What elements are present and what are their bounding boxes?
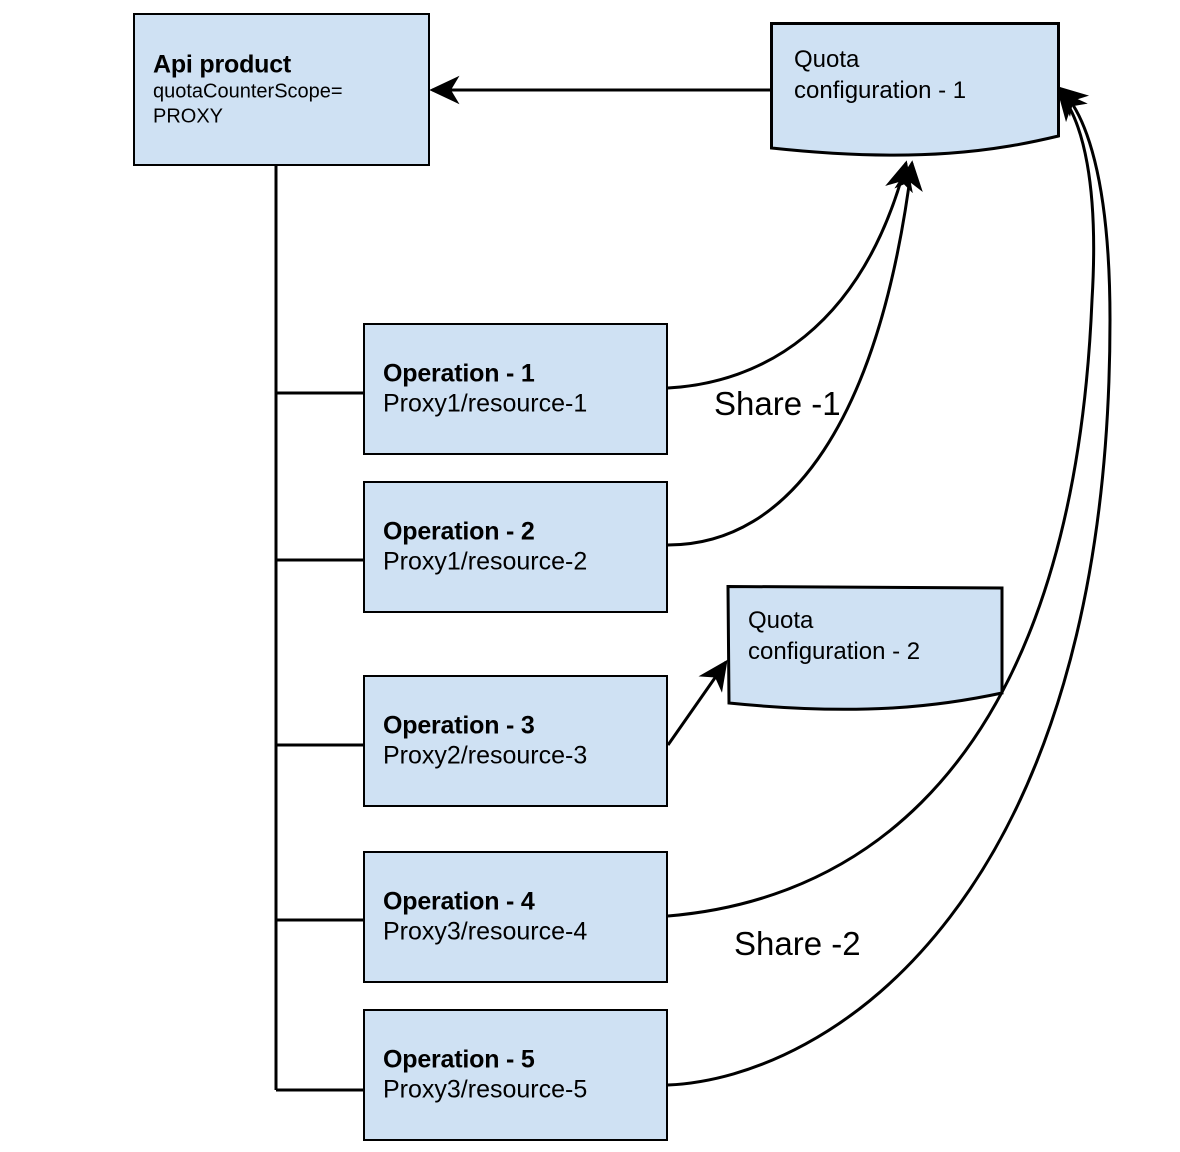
document-shape-icon — [770, 22, 1060, 157]
edge-operation1-to-quota1 — [667, 160, 913, 390]
operation-1-title: Operation - 1 — [383, 359, 535, 388]
edge-operation5-to-quota1 — [667, 86, 1112, 1087]
operation-1-path: Proxy1/resource-1 — [383, 389, 588, 417]
edge-operation3-to-quota2 — [666, 659, 728, 746]
operation-4-title: Operation - 4 — [383, 887, 535, 916]
api-product-quota-scope-line1: quotaCounterScope= — [153, 80, 343, 103]
operation-2-title: Operation - 2 — [383, 517, 535, 546]
document-shape-icon — [726, 584, 1004, 711]
edge-operation2-to-quota1 — [667, 160, 923, 547]
operation-3-path: Proxy2/resource-3 — [383, 741, 588, 769]
node-operation-5[interactable]: Operation - 5 Proxy3/resource-5 — [363, 1009, 668, 1141]
node-operation-1[interactable]: Operation - 1 Proxy1/resource-1 — [363, 323, 668, 455]
operation-2-path: Proxy1/resource-2 — [383, 547, 588, 575]
operation-5-title: Operation - 5 — [383, 1045, 535, 1074]
operation-3-title: Operation - 3 — [383, 711, 535, 740]
node-operation-4[interactable]: Operation - 4 Proxy3/resource-4 — [363, 851, 668, 983]
operation-5-path: Proxy3/resource-5 — [383, 1075, 588, 1103]
api-product-quota-scope-line2: PROXY — [153, 105, 224, 128]
node-quota-configuration-2[interactable]: Quota configuration - 2 — [726, 584, 1004, 715]
edge-operation4-to-quota1 — [667, 89, 1096, 918]
edge-label-share-2: Share -2 — [734, 925, 861, 962]
operation-4-path: Proxy3/resource-4 — [383, 917, 588, 945]
api-product-title: Api product — [153, 49, 292, 78]
node-operation-3[interactable]: Operation - 3 Proxy2/resource-3 — [363, 675, 668, 807]
edge-api-product-tree — [274, 166, 363, 1092]
node-api-product[interactable]: Api product quotaCounterScope= PROXY — [133, 13, 430, 166]
node-quota-configuration-1[interactable]: Quota configuration - 1 — [770, 22, 1060, 162]
node-operation-2[interactable]: Operation - 2 Proxy1/resource-2 — [363, 481, 668, 613]
edge-label-share-1: Share -1 — [714, 385, 841, 422]
